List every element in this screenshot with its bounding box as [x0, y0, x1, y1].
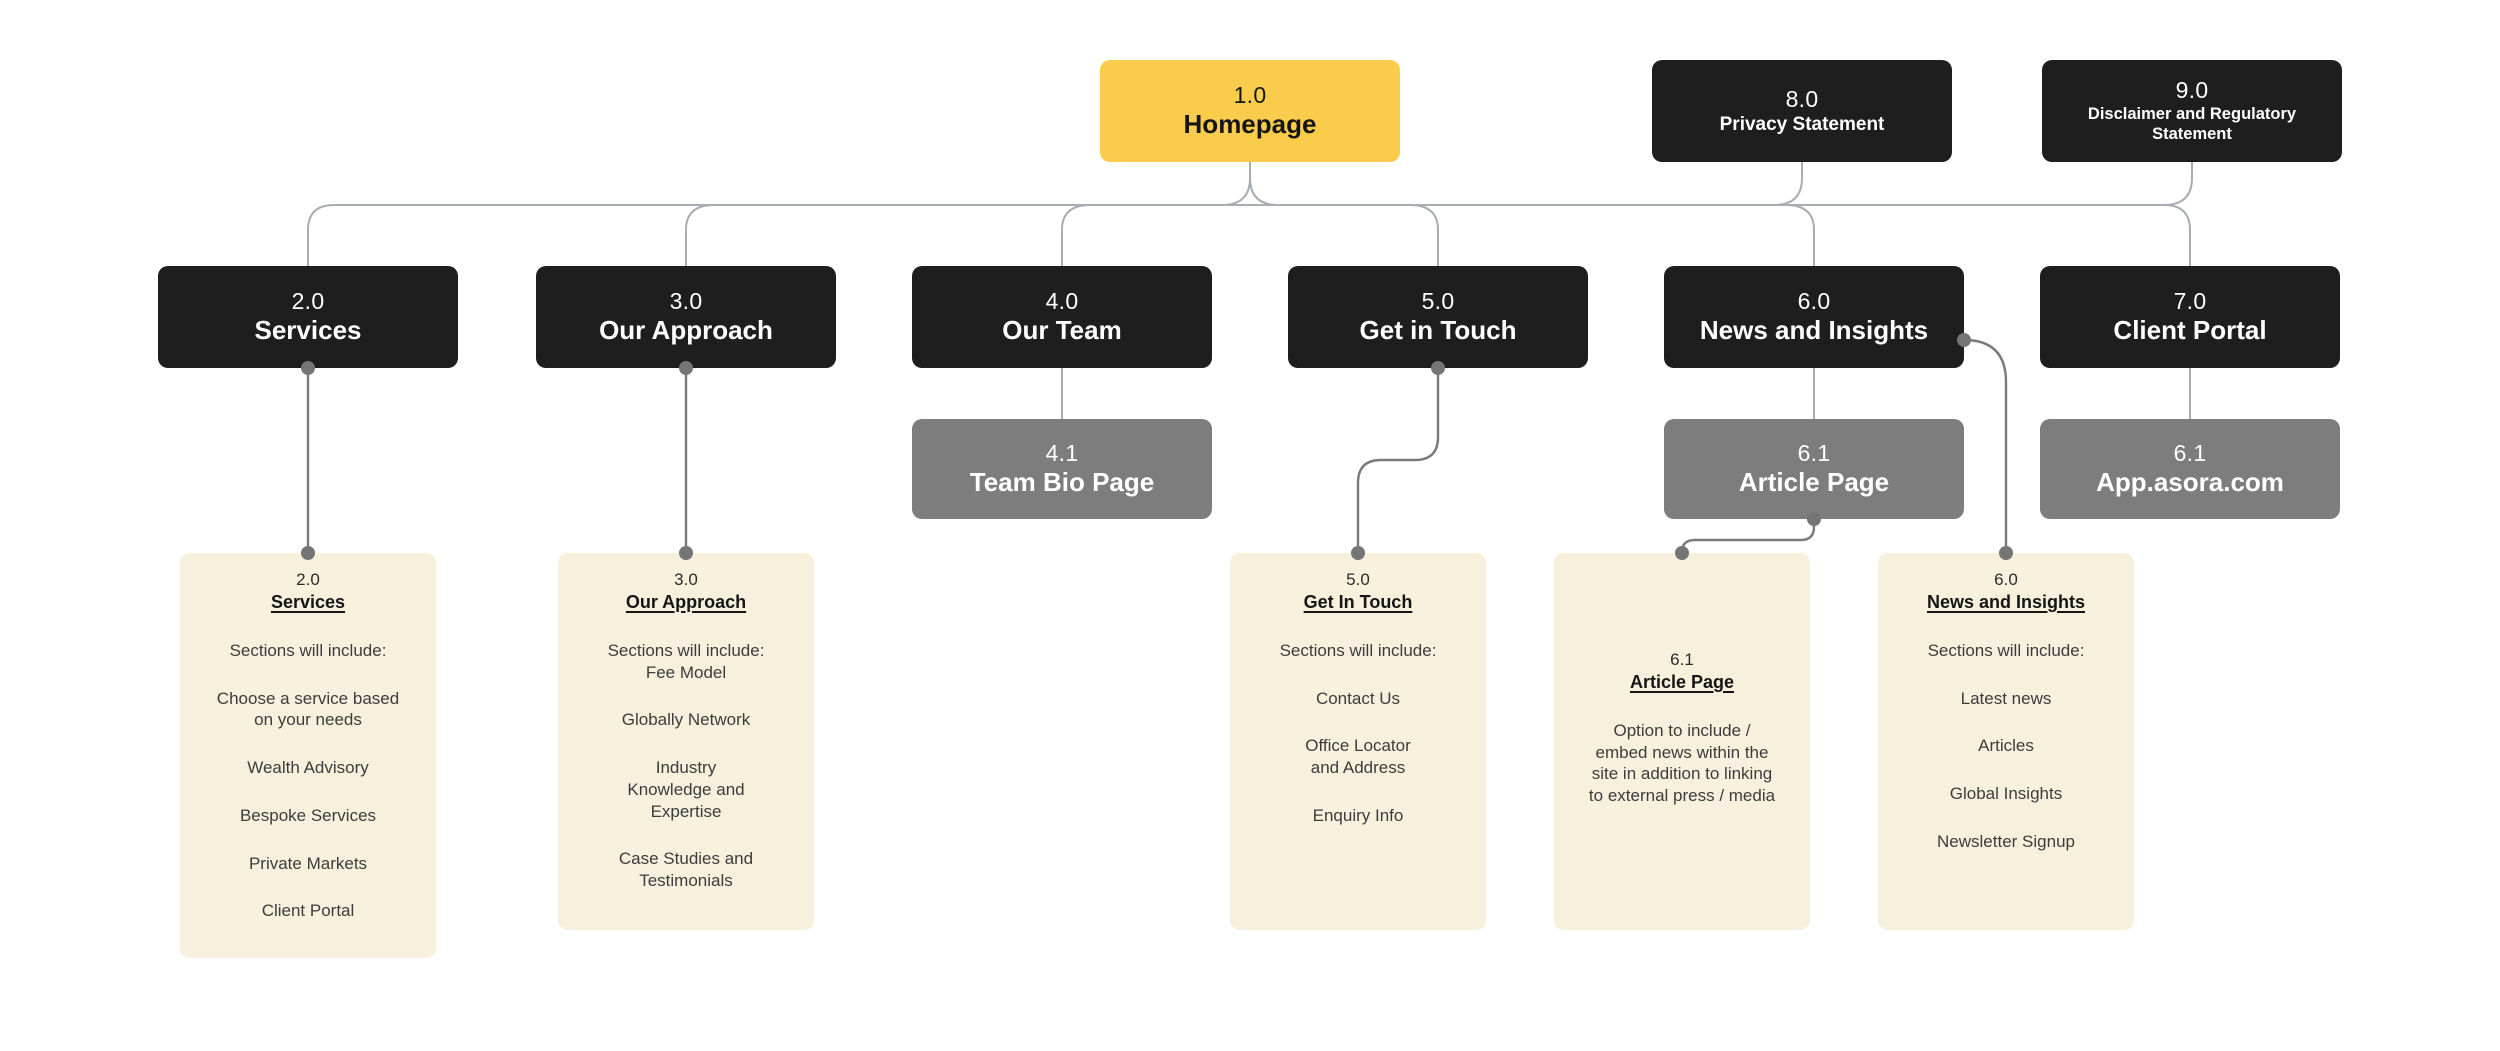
link-article-note — [1680, 519, 1816, 553]
note-item: Sections will include: — [1279, 640, 1437, 660]
trunk-line — [307, 204, 2191, 266]
note-title: Article Page — [1629, 671, 1735, 692]
note-title: News and Insights — [1926, 591, 2086, 612]
node-services: 2.0 Services — [158, 266, 458, 368]
note-number: 3.0 — [674, 570, 698, 589]
node-number: 7.0 — [2173, 287, 2207, 314]
branch-news-and-insights — [1785, 204, 1815, 266]
node-number: 8.0 — [1785, 85, 1819, 112]
note-item: Case Studies and Testimonials — [618, 849, 754, 891]
branch-get-in-touch — [1409, 204, 1439, 266]
note-article-page: 6.1 Article Page Option to include / emb… — [1554, 553, 1810, 930]
note-number: 5.0 — [1346, 570, 1370, 589]
note-item: Option to include / embed news within th… — [1588, 720, 1776, 806]
note-item: Private Markets — [248, 853, 368, 873]
note-number: 6.0 — [1994, 570, 2018, 589]
node-label: Get in Touch — [1359, 315, 1517, 346]
node-client-portal: 7.0 Client Portal — [2040, 266, 2340, 368]
note-item: Contact Us — [1315, 688, 1401, 708]
note-header: 6.1 Article Page — [1566, 649, 1798, 694]
node-label: Our Team — [1002, 315, 1122, 346]
node-number: 1.0 — [1233, 81, 1267, 108]
node-label: News and Insights — [1699, 315, 1929, 346]
node-number: 5.0 — [1421, 287, 1455, 314]
link-contact-note — [1356, 368, 1440, 552]
node-number: 4.1 — [1045, 439, 1079, 466]
node-app-asora: 6.1 App.asora.com — [2040, 419, 2340, 519]
note-item: Newsletter Signup — [1937, 831, 2075, 851]
branch-our-approach — [685, 204, 715, 266]
note-item: Global Insights — [1949, 784, 2063, 804]
node-number: 6.0 — [1797, 287, 1831, 314]
note-item: Latest news — [1960, 688, 2052, 708]
note-services: 2.0 Services Sections will include: Choo… — [180, 553, 436, 959]
branch-our-team — [1061, 204, 1091, 266]
node-label: App.asora.com — [2096, 467, 2284, 498]
node-news-and-insights: 6.0 News and Insights — [1664, 266, 1964, 368]
node-label: Client Portal — [2113, 315, 2267, 346]
node-number: 9.0 — [2175, 76, 2209, 103]
link-news-note — [1963, 338, 2008, 552]
node-label: Homepage — [1183, 109, 1317, 140]
node-number: 6.1 — [2173, 439, 2207, 466]
node-disclaimer-statement: 9.0 Disclaimer and Regulatory Statement — [2042, 60, 2342, 162]
node-number: 6.1 — [1797, 439, 1831, 466]
note-title: Services — [270, 591, 346, 612]
note-item: Wealth Advisory — [247, 758, 369, 778]
node-number: 2.0 — [291, 287, 325, 314]
note-news-and-insights: 6.0 News and Insights Sections will incl… — [1878, 553, 2134, 930]
note-item: Enquiry Info — [1312, 805, 1404, 825]
node-label: Article Page — [1738, 467, 1890, 498]
note-item: Choose a service based on your needs — [216, 688, 400, 730]
note-number: 6.1 — [1670, 650, 1694, 669]
node-label: Team Bio Page — [969, 467, 1155, 498]
node-number: 4.0 — [1045, 287, 1079, 314]
stem-homepage — [1221, 162, 1279, 206]
note-get-in-touch: 5.0 Get In Touch Sections will include: … — [1230, 553, 1486, 930]
note-header: 6.0 News and Insights — [1890, 569, 2122, 614]
note-header: 5.0 Get In Touch — [1242, 569, 1474, 614]
node-number: 3.0 — [669, 287, 703, 314]
node-label: Privacy Statement — [1719, 114, 1885, 136]
node-label: Our Approach — [599, 315, 773, 346]
stem-privacy — [1773, 162, 1803, 206]
note-number: 2.0 — [296, 570, 320, 589]
node-team-bio-page: 4.1 Team Bio Page — [912, 419, 1212, 519]
note-item: Globally Network — [621, 710, 751, 730]
node-article-page: 6.1 Article Page — [1664, 419, 1964, 519]
note-item: Client Portal — [261, 901, 355, 921]
note-header: 2.0 Services — [192, 569, 424, 614]
note-item: Articles — [1978, 736, 2034, 756]
node-homepage: 1.0 Homepage — [1100, 60, 1400, 162]
node-our-approach: 3.0 Our Approach — [536, 266, 836, 368]
node-get-in-touch: 5.0 Get in Touch — [1288, 266, 1588, 368]
node-label: Services — [254, 315, 362, 346]
node-label: Disclaimer and Regulatory Statement — [2087, 105, 2297, 144]
note-title: Our Approach — [625, 591, 747, 612]
note-title: Get In Touch — [1303, 591, 1413, 612]
note-our-approach: 3.0 Our Approach Sections will include: … — [558, 553, 814, 930]
node-privacy-statement: 8.0 Privacy Statement — [1652, 60, 1952, 162]
note-item: Sections will include: — [1927, 640, 2085, 660]
note-item: Sections will include: — [229, 640, 387, 660]
note-item: Bespoke Services — [239, 805, 377, 825]
note-item: Sections will include: Fee Model — [607, 640, 765, 682]
note-item: Industry Knowledge and Expertise — [627, 758, 745, 821]
stem-disclaimer — [2163, 162, 2193, 206]
note-header: 3.0 Our Approach — [570, 569, 802, 614]
note-item: Office Locator and Address — [1305, 736, 1411, 778]
node-our-team: 4.0 Our Team — [912, 266, 1212, 368]
